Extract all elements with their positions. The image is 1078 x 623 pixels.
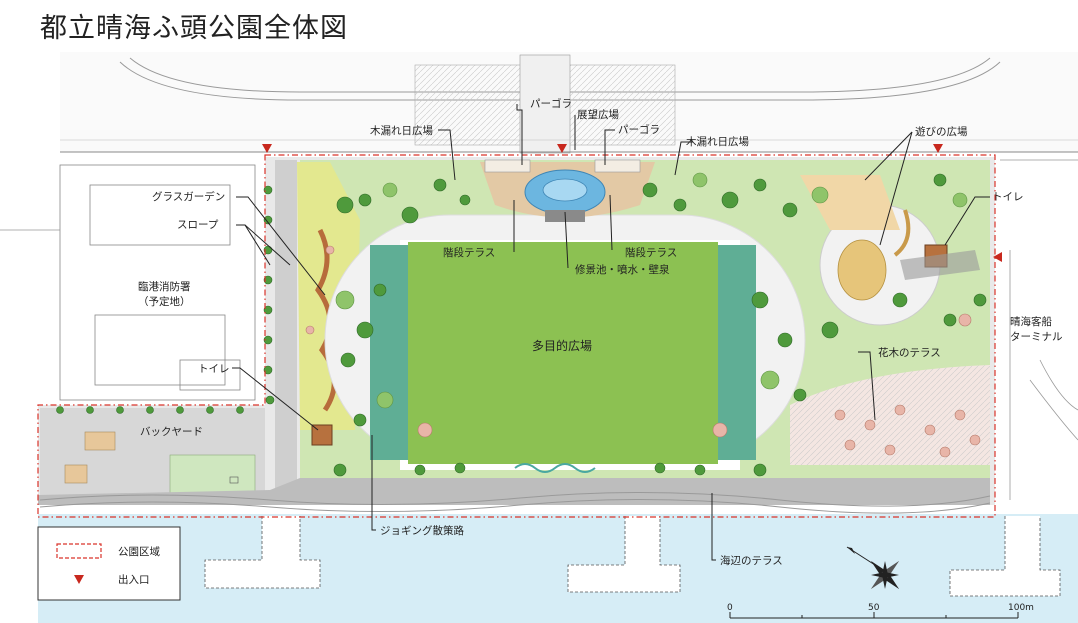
legend-park-area-label: 公園区域 (118, 545, 160, 558)
label-pergola-2: パーゴラ (618, 123, 660, 136)
label-backyard: バックヤード (140, 426, 203, 438)
piers (204, 516, 1061, 597)
compass-icon (846, 546, 900, 590)
label-water-features: 修景池・噴水・壁泉 (575, 263, 670, 276)
label-play-plaza: 遊びの広場 (915, 125, 968, 138)
label-fire-station-line1: 臨港消防署 (138, 280, 191, 293)
multipurpose-lawn (408, 242, 718, 464)
scale-tick-0: 0 (727, 603, 733, 613)
label-fire-station-line2: （予定地） (138, 295, 191, 308)
seaside-promenade (38, 478, 990, 505)
leader-lines (232, 104, 990, 561)
label-komorebi-right: 木漏れ日広場 (686, 135, 749, 148)
label-komorebi-left: 木漏れ日広場 (370, 124, 433, 137)
scale-tick-50: 50 (868, 603, 880, 613)
label-stair-terrace-left: 階段テラス (443, 246, 495, 259)
label-slope: スロープ (177, 219, 219, 231)
water-channel-left (370, 245, 408, 460)
label-stair-terrace-right: 階段テラス (625, 246, 677, 259)
label-flower-terrace: 花木のテラス (878, 346, 941, 359)
label-observation-plaza: 展望広場 (577, 108, 619, 121)
left-buildings (0, 164, 256, 401)
label-toilet-left: トイレ (198, 363, 230, 375)
label-toilet-right: トイレ (992, 191, 1024, 203)
map-title: 都立晴海ふ頭公園全体図 (40, 13, 348, 44)
legend: 公園区域 出入口 (37, 526, 181, 601)
label-terminal-line2: ターミナル (1010, 331, 1063, 343)
sea-area (38, 514, 1078, 623)
scale-bar: 0 50 100m (727, 603, 1034, 619)
legend-park-area-swatch (56, 543, 102, 559)
trees (56, 172, 987, 477)
legend-entrance-label: 出入口 (118, 573, 150, 586)
label-seaside-terrace: 海辺のテラス (720, 554, 783, 567)
label-multipurpose-plaza: 多目的広場 (532, 338, 592, 353)
entrance-markers (262, 144, 1002, 262)
label-pergola-top: パーゴラ (530, 97, 572, 110)
terminal-lines (1000, 159, 1078, 500)
scale-tick-100: 100m (1008, 603, 1034, 613)
label-terminal-line1: 晴海客船 (1010, 315, 1052, 328)
park-boundary (37, 154, 996, 518)
label-jogging-path: ジョギング散策路 (380, 524, 464, 537)
legend-entrance-icon (74, 575, 84, 584)
label-grass-garden: グラスガーデン (152, 190, 225, 203)
toilet-left-building (311, 424, 333, 446)
road-area (60, 52, 1078, 154)
